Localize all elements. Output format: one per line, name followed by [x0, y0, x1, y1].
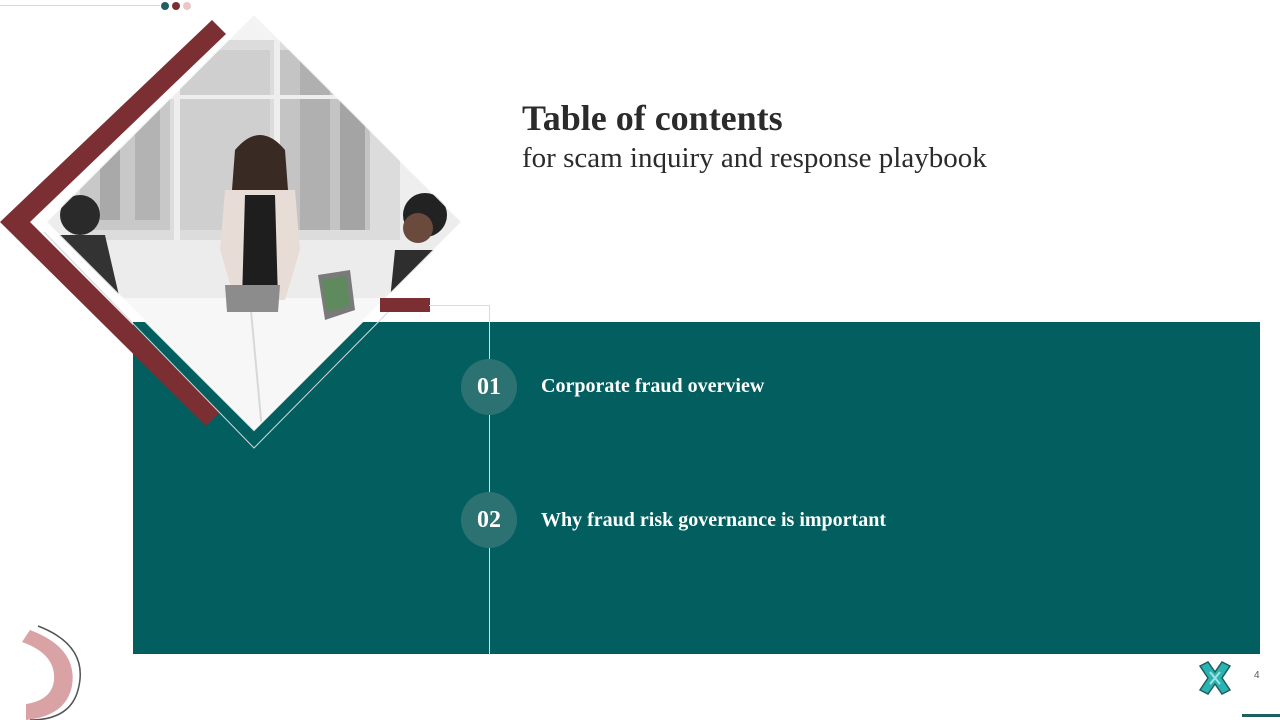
toc-item-corporate-fraud-overview[interactable]: Corporate fraud overview [541, 375, 765, 397]
item-number-badge: 02 [461, 492, 517, 548]
dot-teal [161, 2, 169, 10]
contents-panel [133, 322, 1260, 654]
connector-line-top [429, 305, 490, 306]
dot-maroon [172, 2, 180, 10]
toc-item-fraud-risk-governance[interactable]: Why fraud risk governance is important [541, 509, 886, 531]
page-subtitle: for scam inquiry and response playbook [522, 142, 987, 174]
dot-pink [183, 2, 191, 10]
x-cross-icon [1198, 661, 1232, 695]
page-title: Table of contents [522, 98, 783, 138]
arc-shape-decoration [22, 625, 81, 720]
bottom-accent-bar [1242, 714, 1280, 717]
item-number-badge: 01 [461, 359, 517, 415]
page-number: 4 [1254, 670, 1260, 681]
meeting-photo [0, 12, 464, 449]
timeline-vertical-line [489, 305, 490, 655]
top-divider-line [0, 5, 160, 6]
title-block: Table of contents for scam inquiry and r… [522, 96, 987, 176]
